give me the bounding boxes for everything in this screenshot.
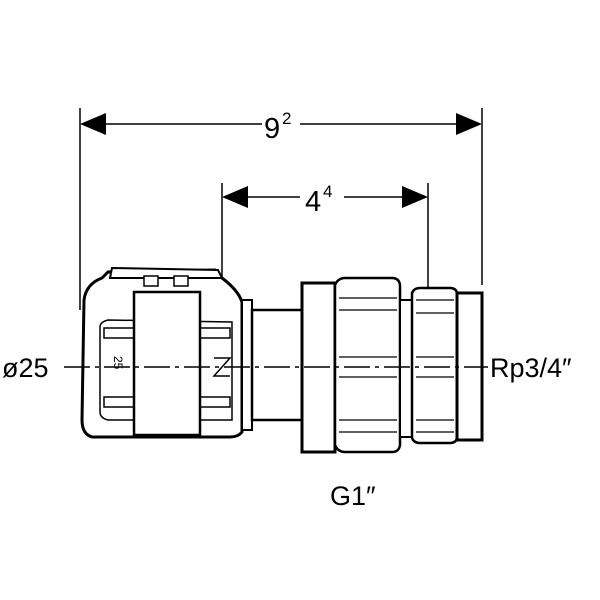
dimension-partial-value: 4 [305,186,321,218]
dimension-overall-value: 9 [264,113,280,145]
press-fitting-body [80,266,304,439]
dimension-partial-exp: 4 [323,182,332,201]
pipe-diameter-label: ø25 [2,353,49,383]
arrow-right-icon [456,113,482,135]
outlet-thread-label: Rp3/4″ [490,353,572,383]
arrow-right-icon [402,186,428,208]
threaded-tail [410,286,484,445]
arrow-left-icon [222,186,248,208]
dimension-overall-exp: 2 [282,109,291,128]
dimension-partial: 4 4 [222,182,428,218]
union-nut [300,276,413,454]
arrow-left-icon [80,113,106,135]
press-indicator-band [132,290,202,437]
dimension-overall: 9 2 [80,109,482,145]
nut-thread-label: G1″ [330,481,376,511]
flow-direction-icon [212,357,232,377]
